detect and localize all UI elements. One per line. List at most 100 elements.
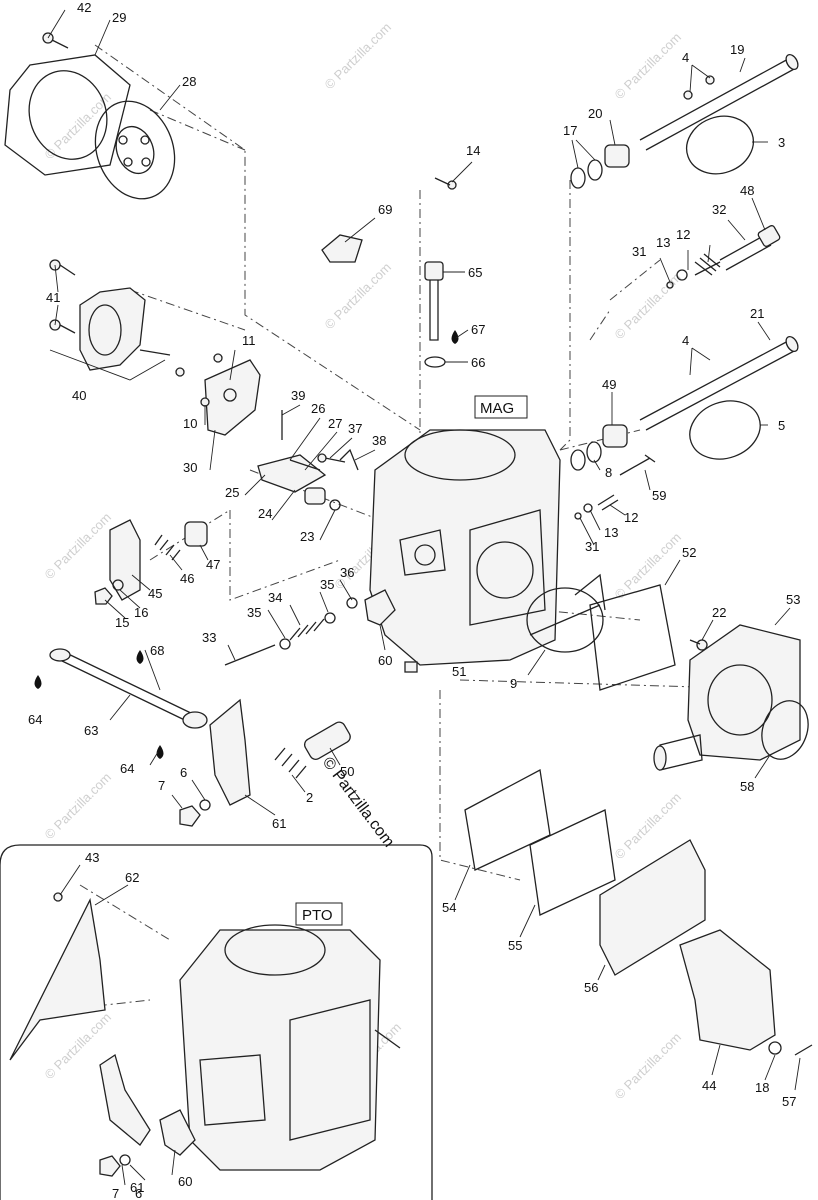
o-rings-17 [570,159,603,189]
throttle-plate-5 [689,400,761,460]
parts [4,32,813,1177]
callout: 59 [652,488,666,503]
callout: 39 [291,388,305,403]
callout: 40 [72,388,86,403]
callout: 54 [442,900,456,915]
screw-57 [794,1044,813,1056]
mag-label: MAG [480,400,514,417]
gasket-54 [464,768,551,871]
callout: 26 [311,401,325,416]
callout: 63 [84,723,98,738]
callout: 47 [206,557,220,572]
gasket-52 [589,584,676,691]
diaphragm-56 [599,839,706,976]
callout: 10 [183,416,197,431]
callout: 14 [466,143,480,158]
callout: 31 [632,244,646,259]
callout: 69 [378,202,392,217]
watermark: © Partzilla.com [612,30,685,103]
callout: 34 [268,590,282,605]
washer-66 [424,356,446,368]
linkage-rod-63 [49,648,208,729]
shaft-21 [639,335,799,431]
screws-41 [49,259,76,334]
callout: 22 [712,605,726,620]
callout: 4 [682,333,689,348]
callout: 57 [782,1094,796,1109]
callout: 12 [676,227,690,242]
callout: 12 [624,510,638,525]
callout: 55 [508,938,522,953]
fuel-pump-53 [653,624,801,771]
callout: 31 [585,539,599,554]
callout: 43 [85,850,99,865]
callout: 13 [604,525,618,540]
callout: 17 [563,123,577,138]
callout: 50 [340,764,354,779]
callout: 18 [755,1080,769,1095]
oil-drop-icon [136,650,144,664]
callout: 33 [202,630,216,645]
callout: 66 [471,355,485,370]
nut-7 [179,805,201,827]
callout: 3 [778,135,785,150]
nut-7-pto [99,1155,121,1177]
callout: 29 [112,10,126,25]
callout: 25 [225,485,239,500]
gasket-cover-29 [4,54,131,176]
shaft-19 [639,53,799,151]
partzilla-credit: © Partzilla.com [319,754,397,850]
callout: 58 [740,779,754,794]
carburetor-body-pto [179,924,401,1171]
lever-60-pto [159,1109,196,1156]
callout: 62 [125,870,139,885]
callouts: 42 29 28 41 40 11 10 30 39 26 27 37 38 2… [28,0,800,1200]
callout: 6 [180,765,187,780]
callout: 2 [306,790,313,805]
nut-15 [94,587,113,605]
leader-lines [47,9,801,1186]
washer-18 [768,1041,782,1055]
callout: 23 [300,529,314,544]
callout: 11 [242,333,256,348]
bushing-20 [604,144,630,168]
needle-assembly [257,410,341,511]
watermark: © Partzilla.com [612,270,685,343]
callout: 48 [740,183,754,198]
watermark: © Partzilla.com [42,770,115,843]
o-rings-8 [570,441,602,471]
screws-4-top [683,75,715,100]
callout: 60 [178,1174,192,1189]
callout: 64 [28,712,42,727]
watermark: © Partzilla.com [322,260,395,333]
oil-drop-icon [156,745,164,759]
diaphragm-9 [526,573,606,653]
callout: 15 [115,615,129,630]
mag-label-box: MAG [474,395,528,419]
lever-61 [209,698,251,806]
callout: 30 [183,460,197,475]
callout: 52 [682,545,696,560]
screw-65 [424,261,444,341]
screw-14 [434,177,457,190]
callout: 37 [348,421,362,436]
spring-12-washer-13-lower [574,494,619,520]
screw-59 [619,454,656,476]
watermark: © Partzilla.com [322,20,395,93]
callout: 21 [750,306,764,321]
washer-6 [199,799,211,811]
tube-50 [303,721,351,760]
callout: 56 [584,980,598,995]
callout: 61 [130,1180,144,1195]
watermark: © Partzilla.com [42,510,115,583]
diaphragm-28 [94,100,176,200]
screw-22 [689,639,708,651]
clip-69 [321,234,363,263]
callout: 46 [180,571,194,586]
callout: 41 [46,290,60,305]
plate-62 [9,897,106,1061]
callout: 8 [605,465,612,480]
callout: 5 [778,418,785,433]
callout: 6 [135,1186,142,1200]
